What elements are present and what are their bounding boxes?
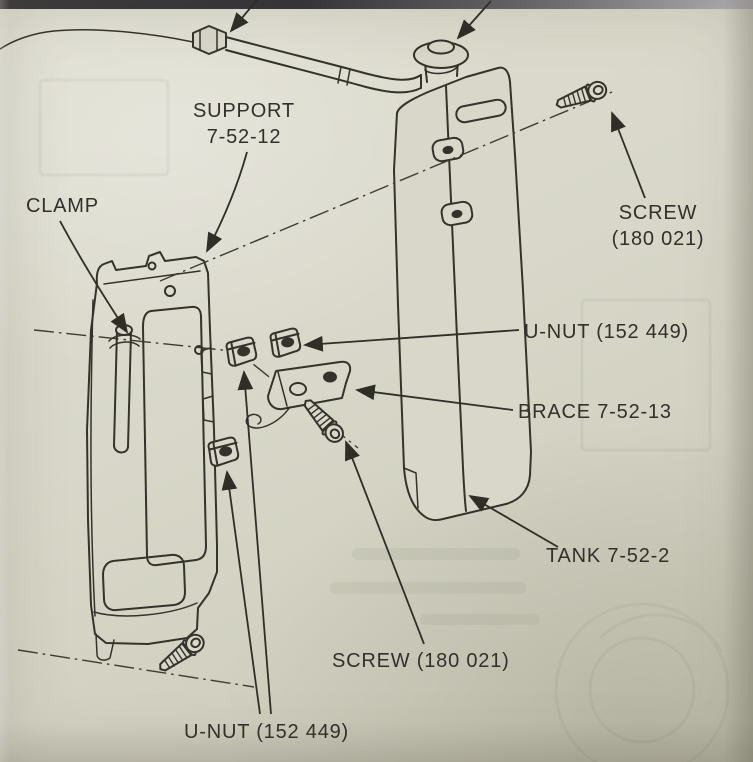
tank-slot [455,98,507,124]
clamp-band [108,334,141,349]
bracket-hole-tab [147,261,157,271]
bracket-outline [86,251,218,645]
hose-drawing [225,36,422,94]
label-clamp: CLAMP [26,195,99,217]
label-tank: TANK 7-52-2 [546,545,671,567]
tank-lug-lower [440,200,474,227]
ghost-box-right [580,298,712,452]
leader-u-nut-bottom-a [221,470,261,715]
ghost-circle-outer [554,602,730,762]
hose-connector [192,25,227,55]
label-u-nut-right: U-NUT (152 449) [524,321,690,343]
leader-top-hose [229,0,258,33]
tank-drawing [393,66,532,521]
centerline-bottom [17,649,255,688]
leader-screw-bottom [345,440,425,645]
ghost-text-bar-1 [352,548,520,560]
ghost-circle-inner [588,636,696,744]
cap-knob [427,39,455,55]
ghost-bleedthrough [38,78,730,762]
brace-bend-line [277,371,288,407]
support-bracket-drawing [86,251,218,661]
tank-body [393,66,532,521]
u-nut-on-brace [268,326,303,359]
leader-tank [468,495,559,548]
screw-upper-right [552,77,610,116]
u-nut-upper [224,335,259,368]
bracket-inner-edge [90,270,201,617]
hose-connector-ribs [199,29,218,51]
centerline-screw-axis [159,91,613,282]
label-support-number: 7-52-12 [206,126,282,148]
ghost-text-bar-3 [420,614,540,625]
tank-lug-upper-hole [442,145,454,155]
screw-middle [297,394,348,447]
screw-lower-left [154,629,209,679]
label-u-nut-bottom: U-NUT (152 449) [184,721,350,743]
leader-clamp [59,220,129,334]
centerline-left [33,329,233,352]
leader-brace [355,384,514,411]
bracket-foot [93,602,198,661]
tank-lug-upper [431,136,465,163]
label-screw-top-name: SCREW [618,202,698,224]
clamp-tube-bottom [113,445,129,454]
tank-lug-lower-hole [451,209,463,219]
brace-hole-right [323,371,337,383]
brace-part [267,360,352,411]
wire-pigtail [245,406,291,429]
brace-hole-left [289,382,307,396]
hose-lower-edge [225,49,422,94]
ghost-box-top-left [38,78,170,177]
leader-support [206,151,248,253]
hose-upper-edge [225,36,422,81]
leader-lines [59,0,646,715]
tank-bottom-step [403,467,419,509]
label-screw-top: SCREW (180 021) [598,200,718,252]
leader-top-cap [456,0,492,40]
bracket-notches [200,347,215,423]
photo-edge-band [0,0,753,9]
hose-coupler-ticks [337,66,351,86]
ghost-text-bar-2 [330,582,526,594]
u-nut-lower [206,435,241,468]
label-screw-top-number: (180 021) [611,228,705,250]
label-brace: BRACE 7-52-13 [518,401,672,423]
bracket-cutout-main [142,305,207,567]
ghost-curve [598,613,724,653]
clamp-tube-sides [113,329,132,448]
bracket-cutout-lower [102,553,186,612]
leader-u-nut-right [303,329,520,352]
wire-to-left [0,29,194,50]
filler-cap [413,39,469,83]
filler-flange [424,65,459,75]
hose-connector-body [192,25,227,55]
label-support: SUPPORT 7-52-12 [188,98,300,150]
label-screw-bottom: SCREW (180 021) [332,650,510,672]
label-support-name: SUPPORT [193,100,295,122]
bracket-hole-upper [164,285,176,297]
clamp-tube [108,324,141,454]
leader-screw-top [611,111,646,199]
leader-u-nut-bottom-b [237,370,272,715]
